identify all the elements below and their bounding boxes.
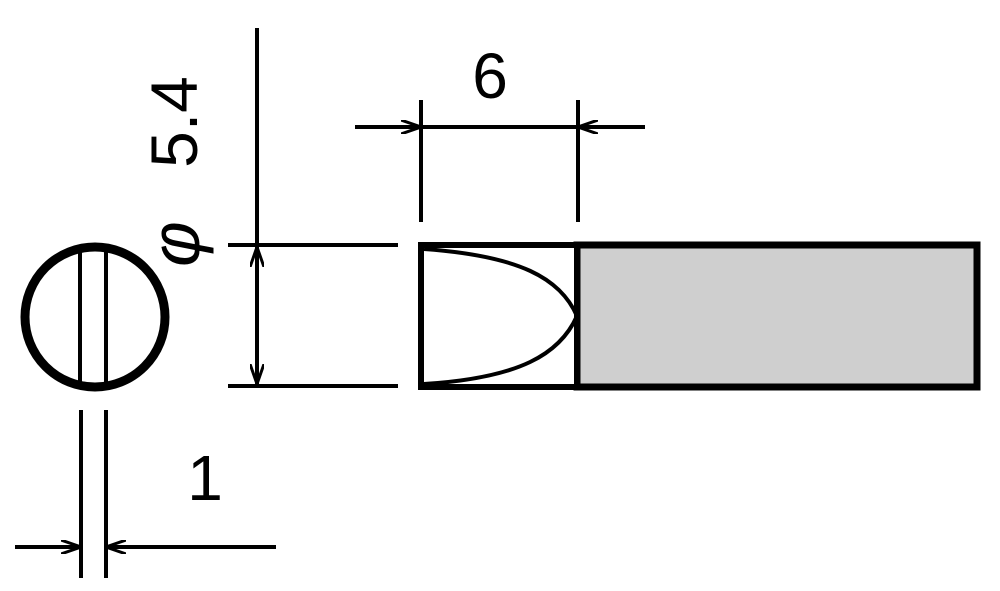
end-view: [20, 242, 170, 392]
diameter-dimension: 5.4 φ: [136, 28, 398, 388]
tip-body: [418, 242, 580, 390]
side-view: [418, 241, 981, 391]
slot-width-label: 1: [187, 442, 223, 514]
chisel-face-curve: [423, 247, 580, 386]
diameter-value-label: 5.4: [137, 76, 211, 168]
length-dimension: 6: [355, 40, 645, 222]
diameter-symbol: φ: [136, 221, 214, 267]
slot-width-dimension: 1: [15, 410, 276, 578]
shaft-body: [573, 241, 981, 391]
length-value-label: 6: [472, 40, 508, 112]
tip-end-circle: [20, 242, 170, 392]
